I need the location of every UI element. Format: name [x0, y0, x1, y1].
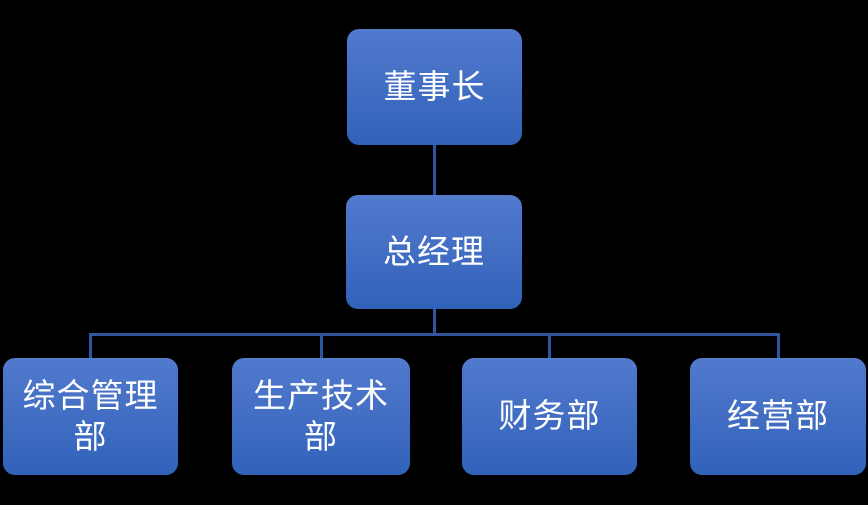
connector-bus-to-dept-tech — [320, 333, 323, 358]
org-node-label: 生产技术部 — [253, 376, 389, 455]
org-node-label: 综合管理部 — [22, 376, 159, 455]
connector-chairman-to-gm — [433, 145, 436, 195]
org-node-label: 董事长 — [383, 67, 486, 105]
org-node-dept-business[interactable]: 经营部 — [690, 358, 866, 475]
connector-bus-to-dept-admin — [89, 333, 92, 358]
connector-bus-to-dept-business — [777, 333, 780, 358]
org-node-label: 财务部 — [498, 397, 601, 435]
org-node-chairman[interactable]: 董事长 — [347, 29, 522, 145]
connector-bus-to-dept-finance — [548, 333, 551, 358]
connector-horizontal-bus — [89, 333, 780, 336]
org-node-label: 经营部 — [727, 397, 829, 435]
connector-gm-to-bus — [433, 309, 436, 336]
org-node-dept-admin[interactable]: 综合管理部 — [3, 358, 178, 475]
org-node-label: 总经理 — [383, 232, 485, 270]
org-node-dept-tech[interactable]: 生产技术部 — [232, 358, 410, 475]
org-node-general-manager[interactable]: 总经理 — [346, 195, 522, 309]
org-node-dept-finance[interactable]: 财务部 — [462, 358, 637, 475]
